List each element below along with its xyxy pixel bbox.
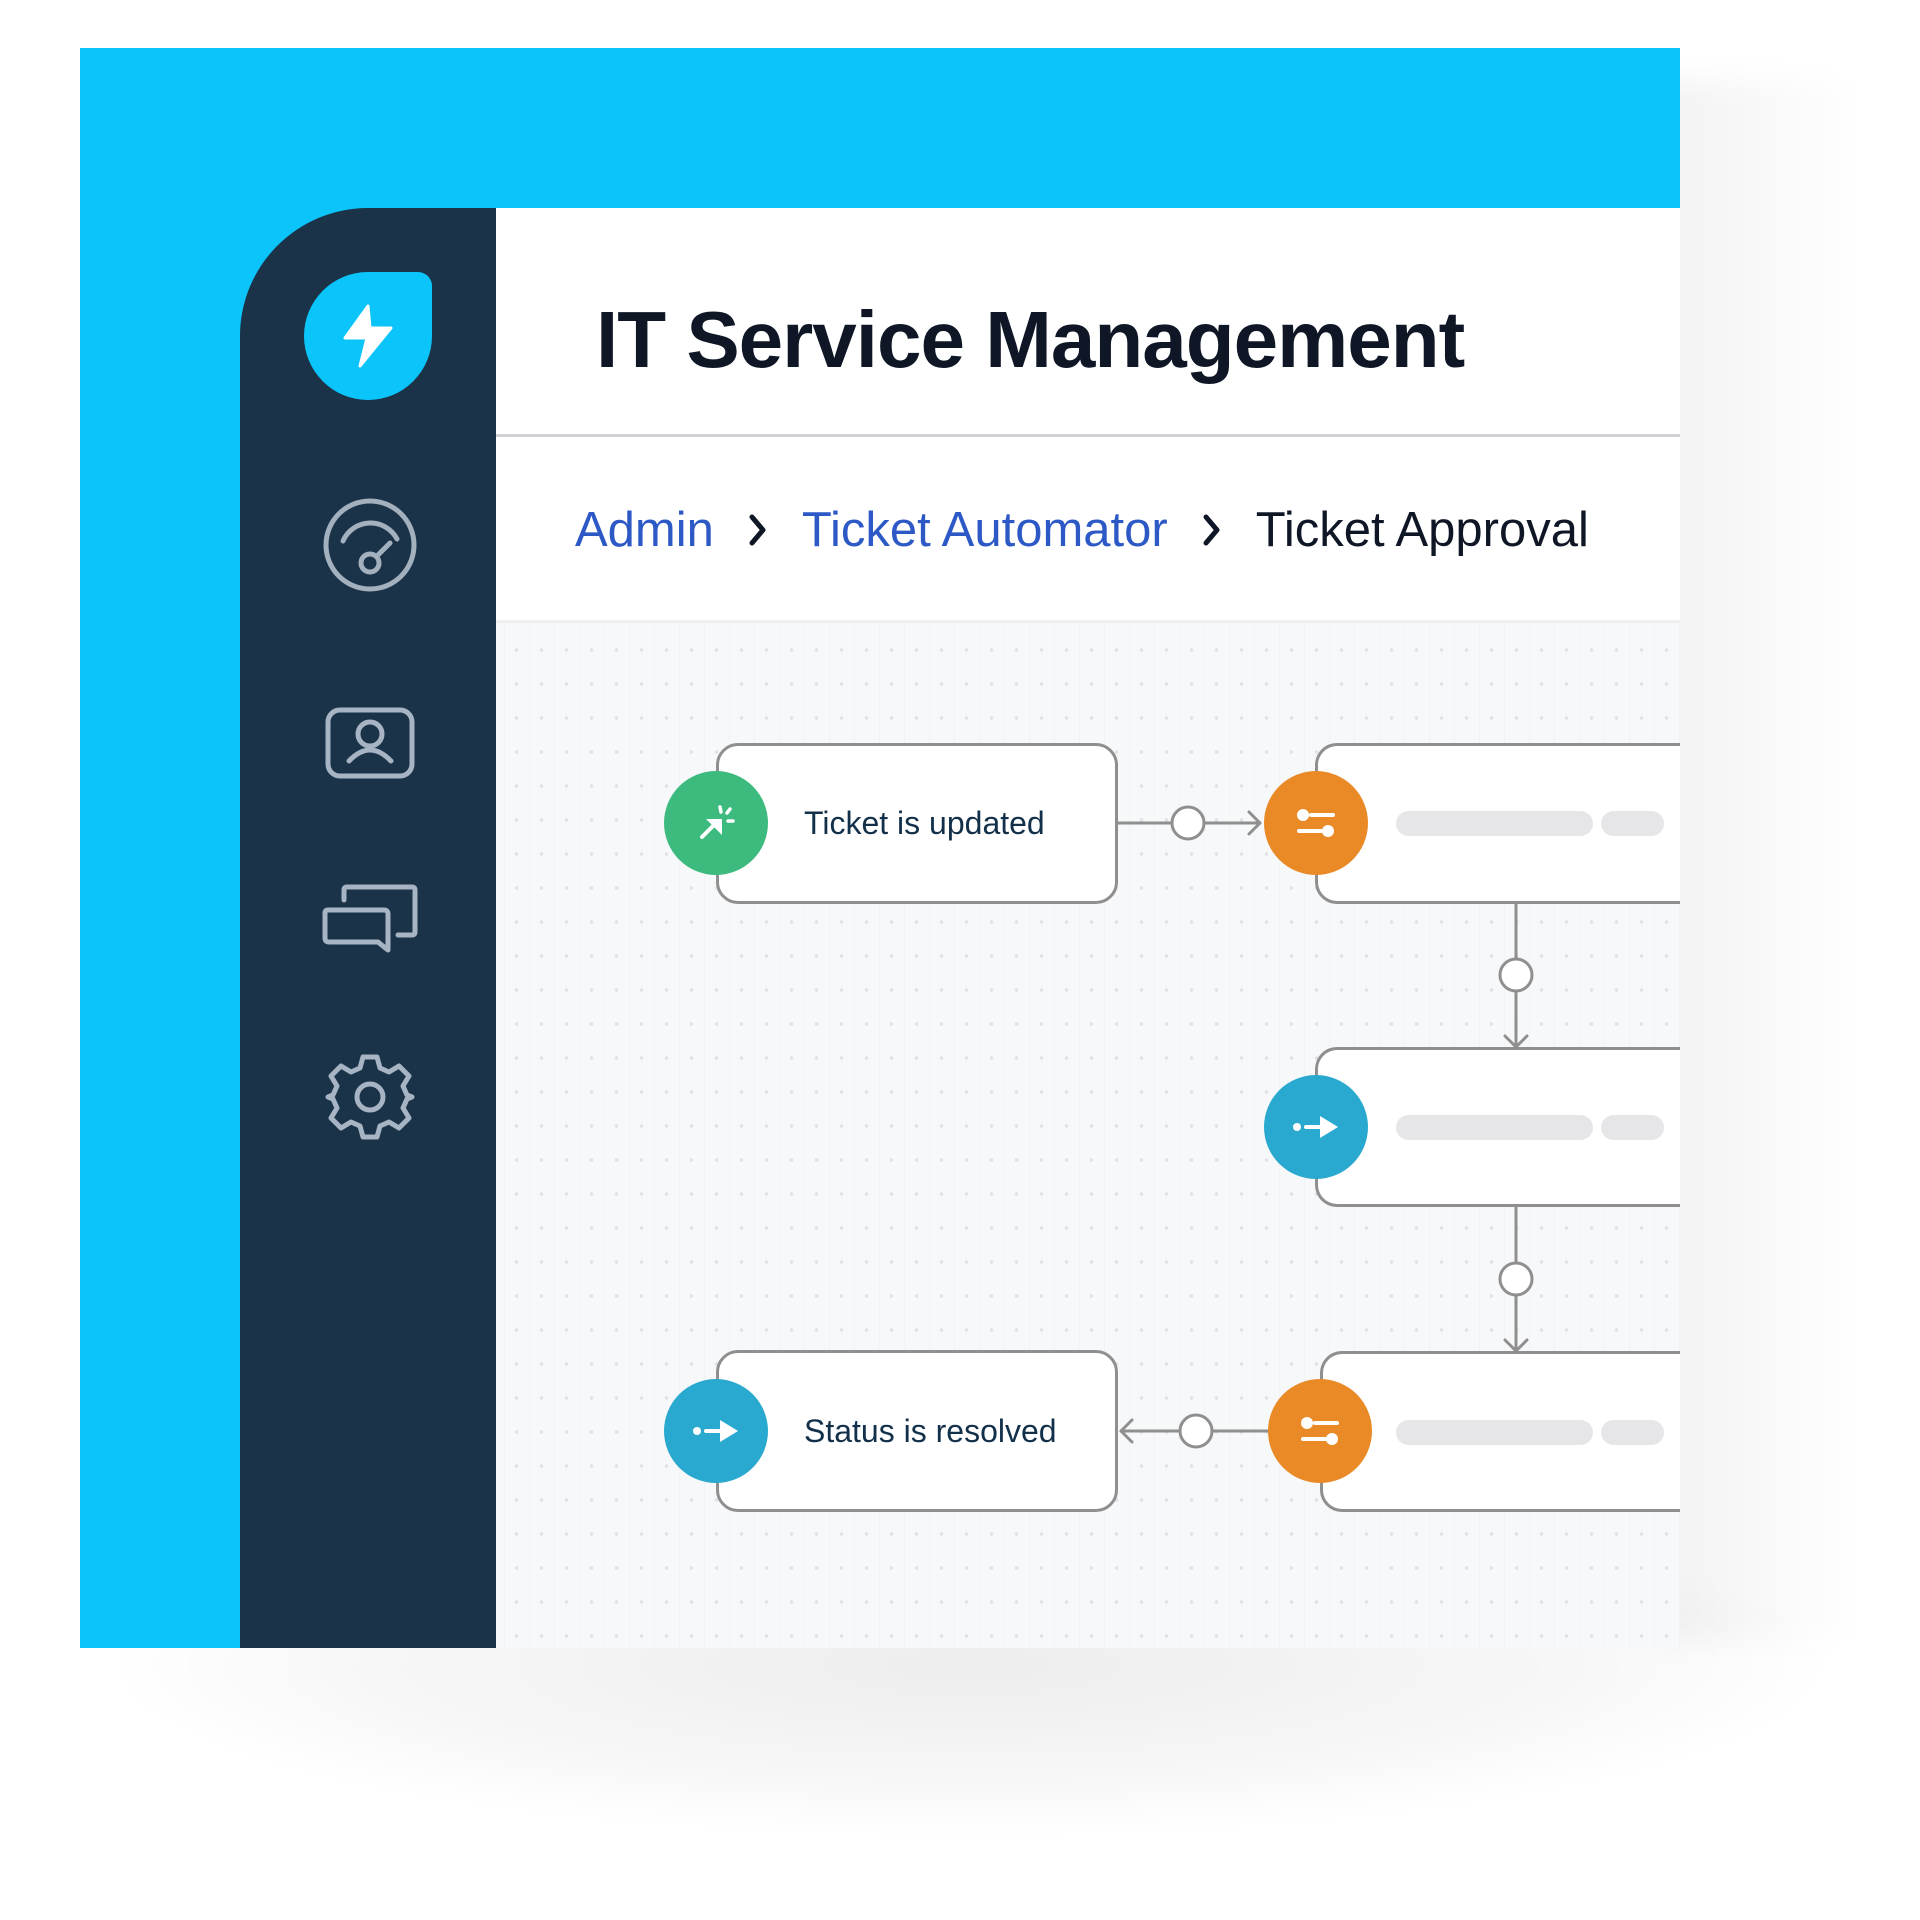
sliders-icon — [1297, 809, 1335, 837]
node-label: Ticket is updated — [804, 805, 1045, 841]
app-logo[interactable] — [304, 272, 432, 400]
condition-badge — [1268, 1379, 1372, 1483]
workflow-node-condition-2[interactable] — [1320, 1351, 1680, 1512]
placeholder-bar-short — [1601, 1420, 1664, 1445]
card-shadow-right — [1660, 80, 1860, 1640]
sidebar-item-contacts[interactable] — [320, 693, 420, 793]
sidebar — [240, 208, 496, 1648]
user-card-icon — [325, 707, 415, 779]
workflow-node-condition-1[interactable] — [1315, 743, 1680, 904]
gauge-icon — [323, 498, 417, 592]
sliders-icon — [1301, 1417, 1339, 1445]
event-badge — [664, 771, 768, 875]
action-badge — [1264, 1075, 1368, 1179]
gear-icon — [325, 1054, 415, 1140]
breadcrumb-ticket-approval: Ticket Approval — [1255, 503, 1589, 557]
arrow-right-icon — [1293, 1116, 1338, 1138]
cursor-click-icon — [700, 805, 735, 839]
chevron-right-icon — [1168, 513, 1256, 547]
workflow-node-trigger[interactable]: Ticket is updated — [716, 743, 1118, 904]
placeholder-bar-short — [1601, 1115, 1664, 1140]
action-badge — [664, 1379, 768, 1483]
workflow-node-action-1[interactable] — [1315, 1047, 1680, 1207]
node-label: Status is resolved — [804, 1412, 1057, 1449]
chat-bubbles-icon — [322, 884, 418, 953]
breadcrumb: Admin Ticket Automator Ticket Approval — [575, 502, 1589, 558]
placeholder-bar — [1396, 1420, 1593, 1445]
placeholder-bar-short — [1601, 811, 1664, 836]
main-panel: IT Service Management Admin Ticket Autom… — [496, 208, 1680, 1648]
placeholder-bar — [1396, 811, 1593, 836]
workflow-canvas[interactable]: Ticket is updated — [496, 620, 1680, 1648]
sidebar-item-settings[interactable] — [320, 1047, 420, 1147]
workflow-node-action-2[interactable]: Status is resolved — [716, 1350, 1118, 1512]
chevron-right-icon — [714, 513, 802, 547]
breadcrumb-ticket-automator[interactable]: Ticket Automator — [801, 503, 1168, 557]
workflow-connectors — [1115, 805, 1534, 1449]
placeholder-bar — [1396, 1115, 1593, 1140]
header-divider — [496, 434, 1680, 437]
condition-badge — [1264, 771, 1368, 875]
sidebar-item-conversations[interactable] — [320, 870, 420, 970]
sidebar-item-dashboard[interactable] — [320, 495, 420, 595]
lightning-bolt-icon — [343, 304, 393, 368]
breadcrumb-admin[interactable]: Admin — [575, 503, 714, 557]
page-title: IT Service Management — [596, 295, 1465, 384]
arrow-right-icon — [693, 1420, 738, 1442]
